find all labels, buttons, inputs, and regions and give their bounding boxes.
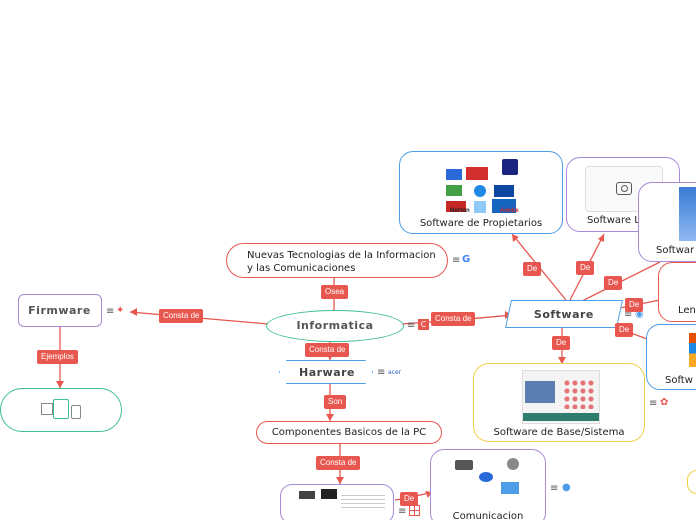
drop-icon: ● [562, 482, 571, 493]
phone-icon [71, 405, 81, 419]
node-sw-base[interactable]: Software de Base/Sistema [473, 363, 645, 442]
link-label-son: Son [324, 395, 347, 409]
sw-partial-3-text: Softw [665, 375, 693, 386]
link-label-consta-de-componentes: Consta de [316, 456, 361, 470]
informatica-title: Informatica [296, 319, 374, 332]
software-title: Software [533, 308, 594, 321]
tablet-icon [53, 399, 69, 419]
link-label-consta-de-hardware: Consta de [305, 343, 350, 357]
nuevas-tecnologias-text: Nuevas Tecnologias de la Informacion y l… [247, 250, 436, 274]
sw-libre-text: Software Libre [586, 215, 659, 226]
sw-partial-1-text: Softwar [656, 245, 695, 256]
link-label-ejemplos: Ejemplos [37, 350, 78, 364]
node-componentes[interactable]: Componentes Basicos de la PC [256, 421, 442, 444]
node-firmware-image[interactable] [0, 388, 122, 432]
node-sw-partial-1[interactable]: ≡ Softwar [638, 182, 696, 262]
node-components-image[interactable] [280, 484, 394, 520]
acer-logo-icon: acer [388, 369, 402, 376]
hardware-title: Harware [298, 366, 356, 379]
node-partial-yellow[interactable] [687, 470, 696, 494]
node-informatica[interactable]: Informatica [266, 310, 404, 342]
menu-icon[interactable]: ≡ [550, 483, 559, 494]
google-icon: G [462, 254, 471, 265]
menu-icon[interactable]: ≡ [452, 255, 461, 266]
norton-logo: Norton [450, 208, 470, 214]
printer-icon [455, 460, 473, 470]
link-label-de-4: De [625, 298, 644, 312]
adobe-logo: Adobe [500, 208, 519, 214]
printer-icon [299, 491, 315, 499]
sw-base-text: Software de Base/Sistema [493, 427, 625, 438]
chip-icon: ✦ [116, 305, 125, 316]
gear-icon: ✿ [660, 397, 669, 408]
link-label-consta-de-firmware: Consta de [159, 309, 204, 323]
image-thumb [679, 187, 696, 241]
monitor-icon [41, 403, 53, 415]
globe-icon: ◉ [635, 309, 644, 320]
link-label-de-5: De [615, 323, 634, 337]
webcam-icon [507, 458, 519, 470]
menu-icon[interactable]: ≡ [407, 320, 416, 331]
link-label-osea: Osea [321, 285, 349, 299]
monitor-icon [501, 482, 519, 494]
logo-grid [444, 159, 520, 217]
node-sw-partial-3[interactable]: Softw [646, 324, 696, 390]
node-comunicacion[interactable]: Comunicacion [430, 449, 546, 520]
app-icons [689, 333, 696, 367]
node-sw-partial-2[interactable]: Len [658, 262, 696, 322]
menu-icon[interactable]: ≡ [398, 506, 407, 517]
firmware-title: Firmware [28, 304, 91, 317]
link-label-de-base: De [552, 336, 571, 350]
monitor-icon [321, 489, 337, 499]
comunicacion-text: Comunicacion [452, 511, 524, 520]
logo-icon: C [418, 319, 429, 330]
menu-icon[interactable]: ≡ [649, 398, 658, 409]
link-label-de-comunicacion: De [400, 492, 419, 506]
link-label-de-3: De [604, 276, 623, 290]
menu-icon[interactable]: ≡ [106, 306, 115, 317]
componentes-text: Componentes Basicos de la PC [271, 427, 427, 438]
screenshot-thumb [522, 370, 600, 424]
link-label-consta-de-software: Consta de [431, 312, 476, 326]
menu-icon[interactable]: ≡ [377, 367, 386, 378]
menu-icon[interactable]: ≡ [624, 309, 633, 320]
text-lines-icon [341, 495, 385, 511]
node-sw-propietarios[interactable]: Norton Adobe Software de Propietarios [399, 151, 563, 234]
link-label-de-libre: De [576, 261, 595, 275]
sw-propietarios-text: Software de Propietarios [419, 218, 543, 229]
link-label-de-propietarios: De [523, 262, 542, 276]
mouse-icon [479, 472, 493, 482]
node-firmware[interactable]: Firmware [18, 294, 102, 327]
node-nuevas-tecnologias[interactable]: Nuevas Tecnologias de la Informacion y l… [226, 243, 448, 278]
node-software[interactable]: Software [505, 300, 623, 328]
sw-partial-2-text: Len [678, 305, 696, 316]
node-hardware[interactable]: Harware [279, 360, 373, 384]
grid-icon [409, 505, 420, 516]
